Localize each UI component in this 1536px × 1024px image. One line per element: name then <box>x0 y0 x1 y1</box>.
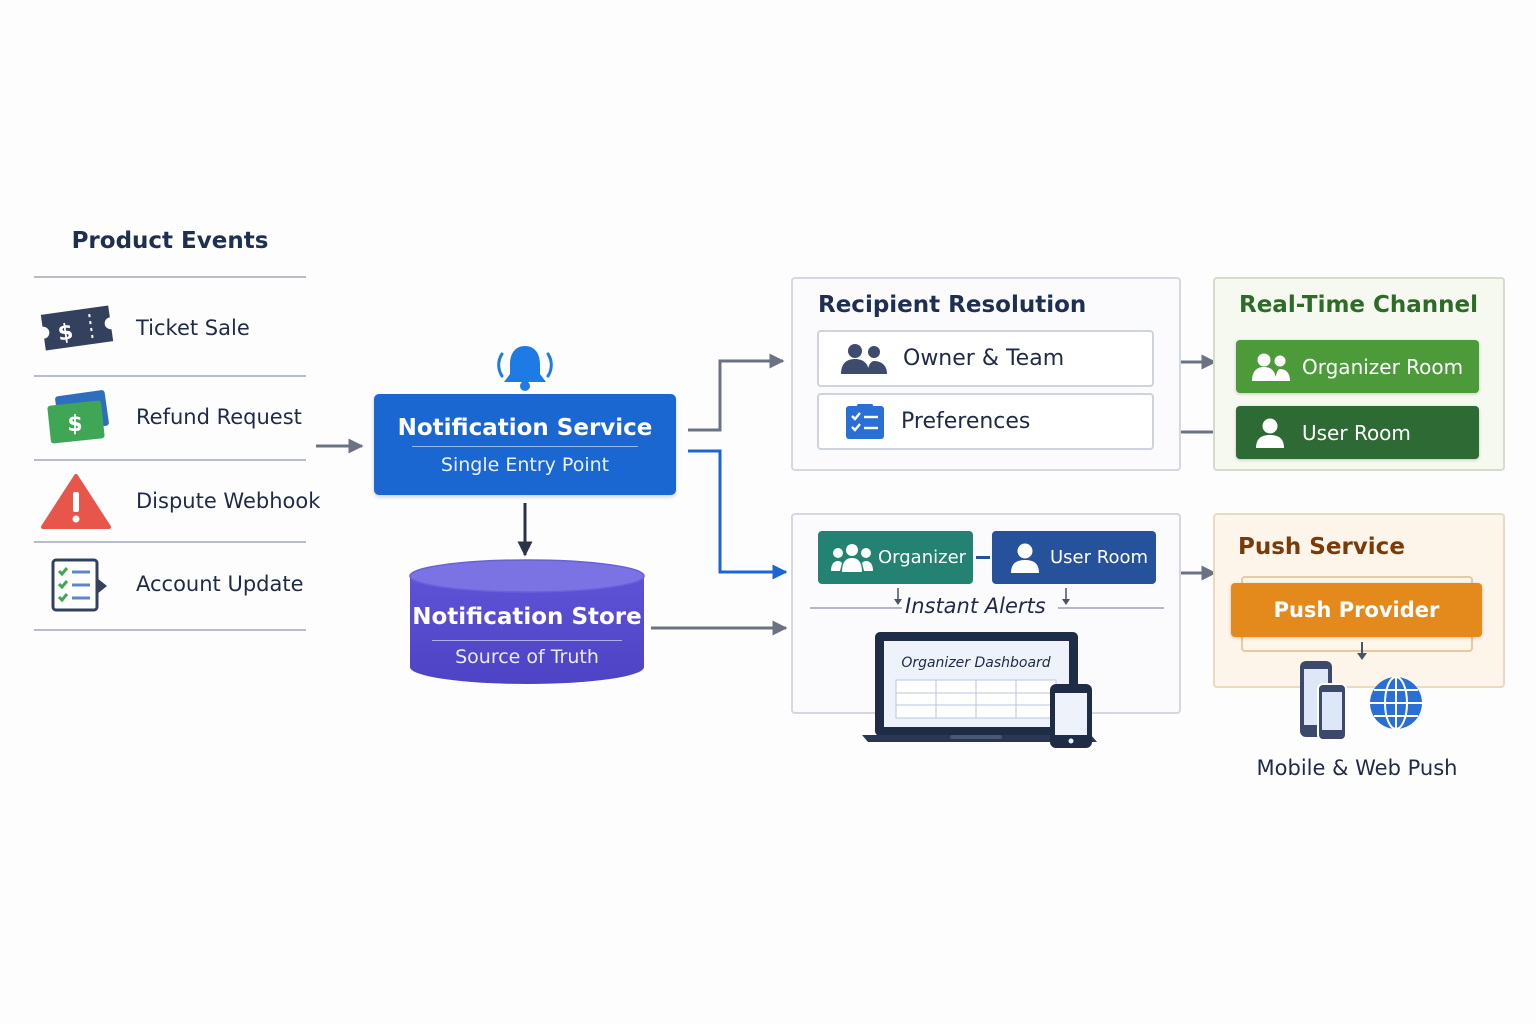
divider <box>34 629 306 631</box>
organizer-room-button[interactable]: Organizer Room <box>1236 340 1479 393</box>
money-icon: $ <box>34 386 120 448</box>
svg-text:$: $ <box>56 320 75 347</box>
mobile-web-graphic <box>1300 642 1422 741</box>
user-icon <box>1254 417 1286 449</box>
user-room-label: User Room <box>1302 420 1411 445</box>
instant-alerts-rule <box>810 588 1164 609</box>
service-to-resolution-arrow <box>688 353 785 432</box>
alert-connector <box>976 556 990 559</box>
divider <box>34 276 306 278</box>
group-icon <box>830 543 874 573</box>
svg-text:$: $ <box>67 412 82 437</box>
preferences-label: Preferences <box>901 409 1031 434</box>
service-to-alerts-arrow <box>688 449 788 580</box>
dashboard-title: Organizer Dashboard <box>901 655 1051 671</box>
user-room-alert-label: User Room <box>1050 547 1149 568</box>
divider <box>432 640 622 641</box>
phone-icon <box>1300 661 1347 741</box>
owner-team-item: Owner & Team <box>817 330 1154 387</box>
event-dispute-webhook: Dispute Webhook <box>34 466 324 536</box>
realtime-title: Real-Time Channel <box>1239 292 1479 318</box>
notification-service-box: Notification Service Single Entry Point <box>374 394 676 495</box>
globe-icon <box>1370 676 1422 730</box>
store-title: Notification Store <box>412 604 642 630</box>
team-icon <box>839 342 889 376</box>
mobile-web-label: Mobile & Web Push <box>1256 756 1458 780</box>
event-account-update: Account Update <box>34 549 324 619</box>
event-ticket-sale: $ Ticket Sale <box>34 293 324 363</box>
user-room-button[interactable]: User Room <box>1236 406 1479 459</box>
divider <box>412 446 638 447</box>
organizer-alert-button[interactable]: Organizer <box>818 531 973 584</box>
user-room-alert-button[interactable]: User Room <box>992 531 1156 584</box>
divider <box>34 459 306 461</box>
service-title: Notification Service <box>397 415 653 441</box>
warning-icon <box>34 470 120 532</box>
event-label: Account Update <box>136 572 304 596</box>
ticket-icon: $ <box>34 297 120 359</box>
service-subtitle: Single Entry Point <box>440 454 610 476</box>
divider <box>34 375 306 377</box>
store-cylinder <box>409 559 645 684</box>
events-title: Product Events <box>71 228 269 254</box>
resolution-title: Recipient Resolution <box>818 292 1087 318</box>
organizer-room-label: Organizer Room <box>1302 354 1464 379</box>
preferences-item: Preferences <box>817 393 1154 450</box>
checklist-icon <box>845 403 885 440</box>
owner-team-label: Owner & Team <box>903 346 1065 371</box>
checklist-icon <box>34 553 120 615</box>
store-subtitle: Source of Truth <box>455 646 599 668</box>
user-icon <box>1010 542 1040 574</box>
divider <box>34 541 306 543</box>
event-label: Dispute Webhook <box>136 489 321 513</box>
group-icon <box>1250 351 1292 383</box>
event-label: Ticket Sale <box>136 316 250 340</box>
dashboard-device-graphic <box>862 632 1097 748</box>
push-title: Push Service <box>1238 534 1405 560</box>
organizer-alert-label: Organizer <box>878 547 967 568</box>
push-provider-button[interactable]: Push Provider <box>1231 583 1482 637</box>
event-refund-request: $ Refund Request <box>34 382 324 452</box>
event-label: Refund Request <box>136 405 302 429</box>
instant-alerts-label: Instant Alerts <box>905 594 1046 618</box>
bell-icon <box>494 340 556 392</box>
